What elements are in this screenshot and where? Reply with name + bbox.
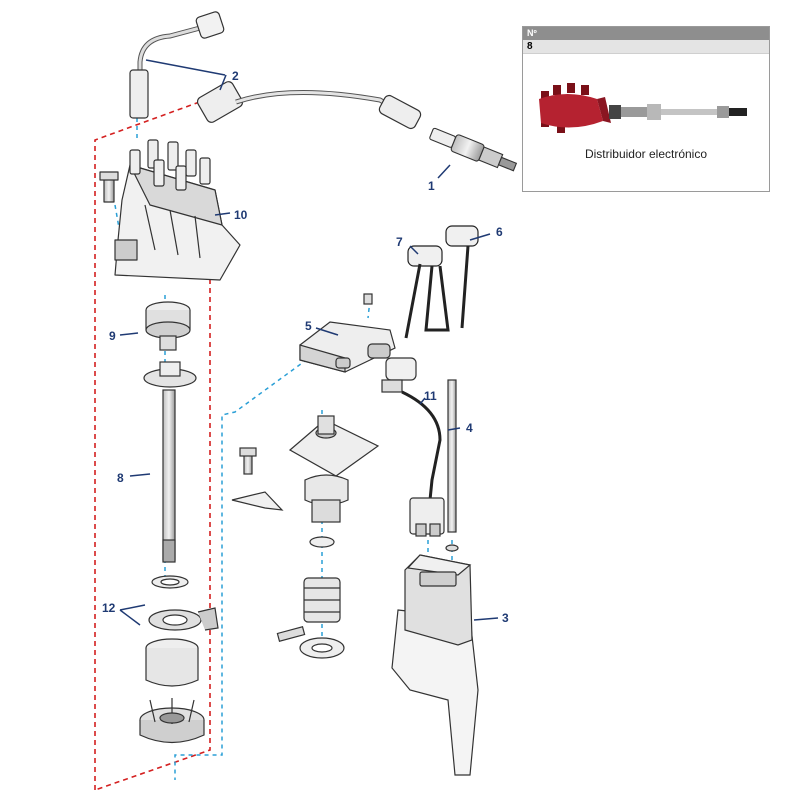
callout-12: 12 [102,601,116,615]
wiring-harness [381,357,445,537]
ground-rod [445,379,459,552]
callout-7: 7 [396,235,403,249]
callout-11: 11 [424,389,437,403]
product-inset: Nº 8 Distribuidor electrónico [522,26,770,192]
distributor-housing-upper [231,415,380,548]
callout-2: 2 [232,69,239,83]
leader-lines [119,59,499,626]
inset-header-label: Nº [523,27,769,40]
module-clips [404,225,479,339]
callout-3: 3 [502,611,509,625]
callout-10: 10 [234,208,248,222]
distributor-shaft-photo [621,104,747,120]
distributor-shaft [143,361,197,563]
inset-part-number: 8 [523,40,769,54]
callout-8: 8 [117,471,124,485]
drive-gear [276,577,345,659]
callout-4: 4 [466,421,473,435]
distributor-photo [539,83,747,133]
spark-plug [429,127,518,172]
spark-plug-wire [129,11,422,130]
red-guide-lines [94,99,211,791]
callout-6: 6 [496,225,503,239]
distributor-housing-base [139,638,205,744]
bearing-and-washer [148,575,219,631]
callout-5: 5 [305,319,312,333]
callout-9: 9 [109,329,116,343]
ignition-coil [391,554,479,776]
distributor-cap [99,139,241,281]
rotor [145,301,191,351]
inset-caption: Distribuidor electrónico [584,147,708,161]
callout-1: 1 [428,179,435,193]
distributor-cap-photo [539,83,621,133]
ignition-module [299,293,396,373]
